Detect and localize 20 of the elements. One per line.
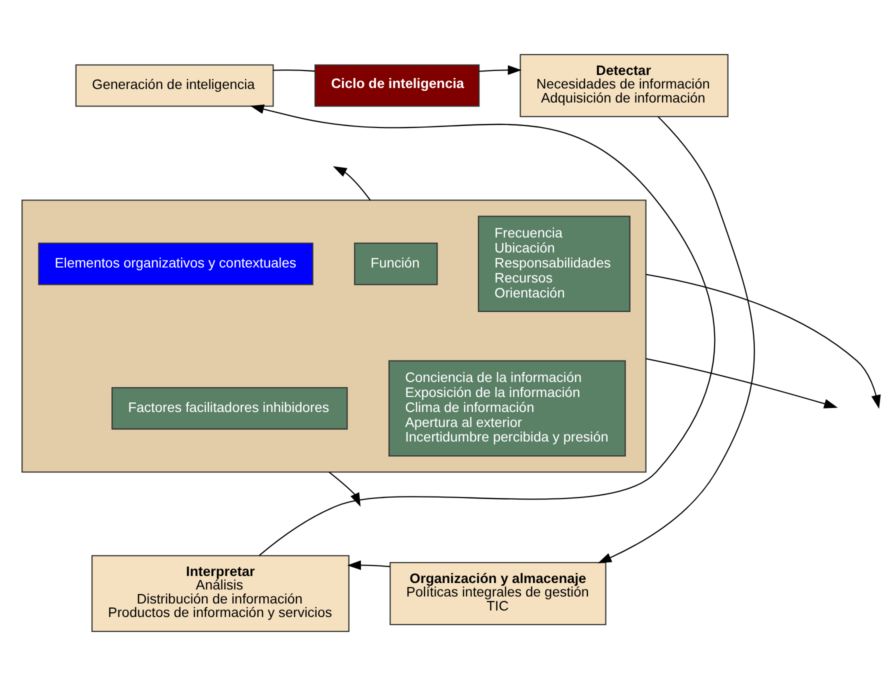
node-box: Ciclo de inteligencia	[314, 64, 480, 107]
node-box: Factores facilitadores inhibidores	[112, 387, 348, 430]
arrow	[598, 116, 755, 564]
arrow	[347, 560, 390, 570]
node-box: Elementos organizativos y contextuales	[38, 242, 314, 286]
node-box: Función	[354, 242, 438, 286]
connector	[273, 70, 315, 72]
node-box: Conciencia de la información Exposición de la información Clima de información Apertura al exterior Incertidumbre percibida y presión	[388, 360, 626, 457]
arrow	[328, 472, 361, 507]
arrow	[332, 166, 371, 201]
arrow	[646, 274, 881, 409]
arrow	[479, 65, 522, 75]
node-box: Frecuencia Ubicación Responsabilidades Recursos Orientación	[478, 216, 630, 312]
node-box: Interpretar Análisis Distribución de información Productos de información y servicios	[91, 555, 350, 632]
node-box: Organización y almacenaje Políticas integrales de gestión TIC	[390, 562, 606, 626]
node-box: Generación de inteligencia	[75, 64, 274, 107]
cluster	[21, 200, 646, 473]
node-box: Detectar Necesidades de información Adquisición de información	[520, 54, 728, 118]
arrow	[250, 104, 716, 556]
arrow	[646, 358, 838, 408]
